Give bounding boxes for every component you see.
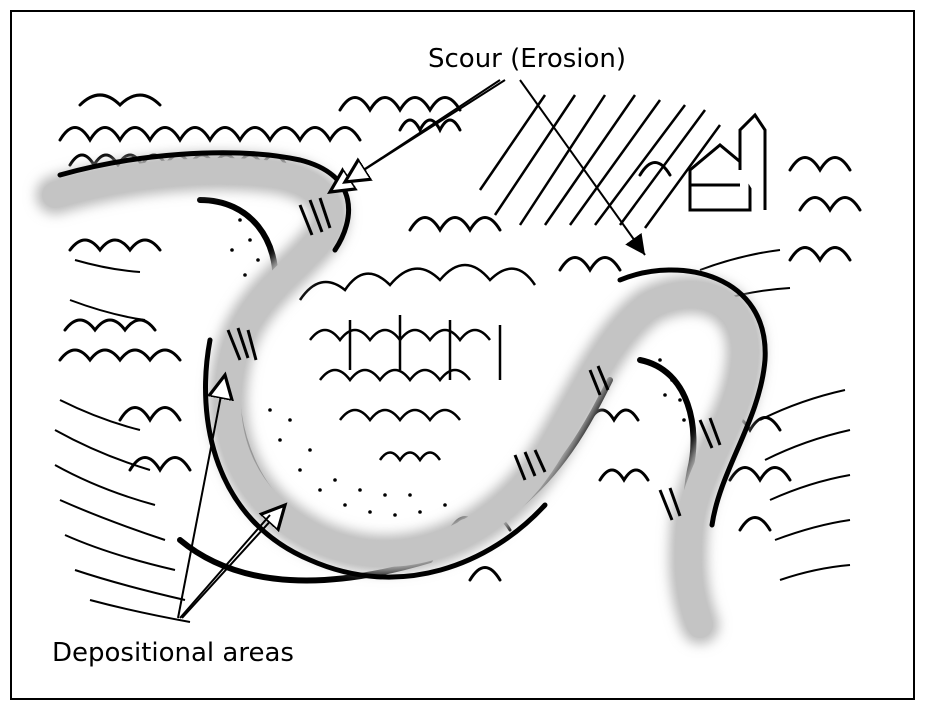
river-channel-core [55,171,745,625]
scour-erosion-label: Scour (Erosion) [428,44,626,74]
depositional-areas-label: Depositional areas [52,638,294,668]
inner-woodland [300,265,535,460]
church-building [690,115,765,210]
field-hatching-top [480,95,720,228]
hillside-hatching-left [55,260,190,622]
